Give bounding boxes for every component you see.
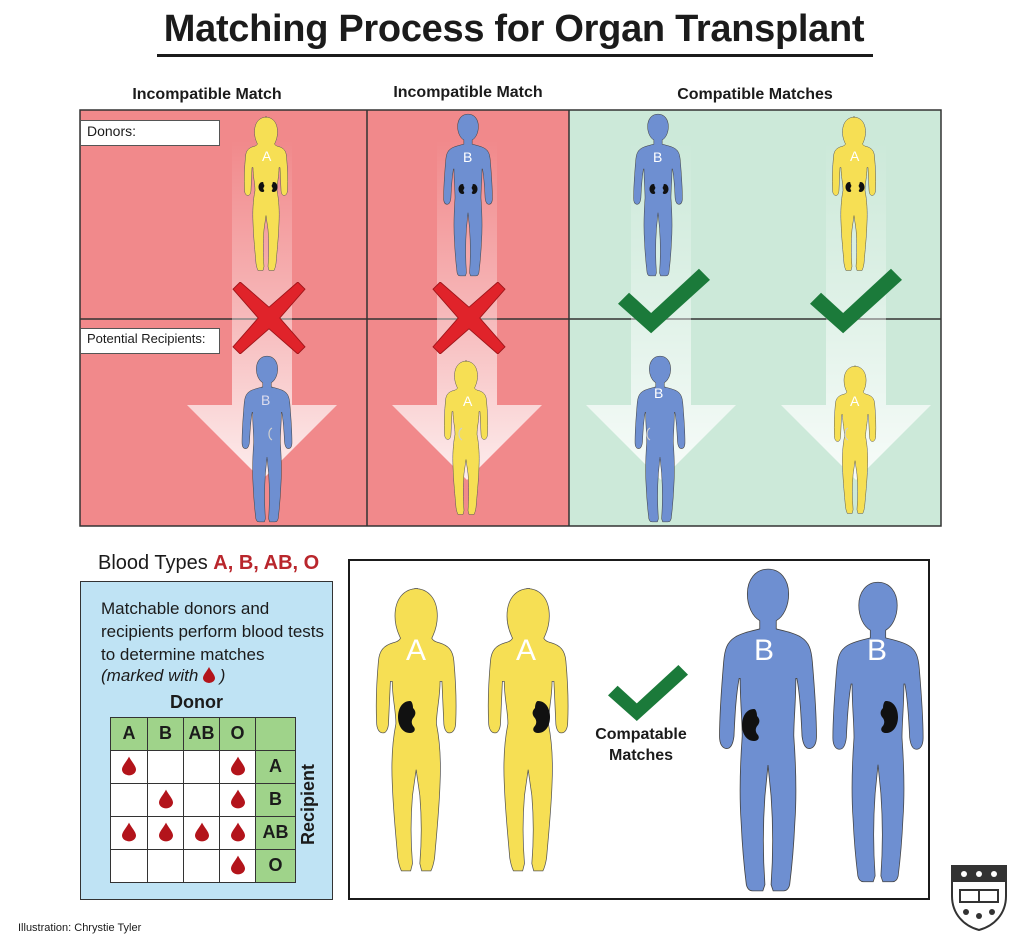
- blood-drop-icon: [158, 822, 173, 842]
- recipient-type-2: A: [463, 393, 473, 409]
- example-type-1: A: [406, 634, 427, 667]
- grid-cell-A-A: [110, 750, 148, 784]
- page-title: Matching Process for Organ Transplant: [163, 8, 865, 50]
- info-text: Matchable donors and recipients perform …: [101, 599, 324, 664]
- grid-recipient-header: A: [255, 750, 296, 784]
- blood-drop-icon: [194, 822, 209, 842]
- example-figure-4: [832, 581, 924, 883]
- crest-icon: [951, 865, 1007, 932]
- grid-donor-header: AB: [183, 717, 220, 751]
- blood-drop-icon: [230, 789, 245, 809]
- grid-corner: [255, 717, 296, 751]
- blood-drop-icon: [122, 822, 136, 842]
- blood-drop-icon: [122, 756, 136, 776]
- grid-cell-AB-O: [183, 849, 220, 883]
- grid-cell-O-AB: [219, 816, 256, 850]
- grid-donor-header: O: [219, 717, 256, 751]
- blood-drop-icon: [230, 756, 245, 776]
- grid-cell-AB-A: [183, 750, 220, 784]
- column-heading-3: Compatible Matches: [677, 86, 833, 103]
- grid-recipient-header: O: [255, 849, 296, 883]
- grid-recipient-header: B: [255, 783, 296, 817]
- donor-type-3: B: [653, 149, 663, 165]
- example-type-2: A: [516, 634, 537, 667]
- example-type-3: B: [754, 634, 775, 667]
- donor-type-2: B: [463, 149, 473, 165]
- grid-cell-B-O: [147, 849, 184, 883]
- grid-recipient-label: Recipient: [298, 763, 318, 845]
- grid-cell-AB-B: [183, 783, 220, 817]
- grid-donor-header: A: [110, 717, 148, 751]
- grid-cell-A-B: [110, 783, 148, 817]
- example-figure-1: [375, 587, 457, 872]
- blood-types-heading: Blood Types A, B, AB, O: [98, 552, 319, 575]
- grid-cell-O-B: [219, 783, 256, 817]
- grid-cell-B-B: [147, 783, 184, 817]
- donors-label: Donors:: [80, 120, 220, 146]
- donor-type-1: A: [262, 148, 272, 164]
- grid-cell-AB-AB: [183, 816, 220, 850]
- column-heading-2: Incompatible Match: [393, 84, 543, 101]
- recipient-type-4: A: [850, 393, 860, 409]
- example-type-4: B: [867, 634, 888, 667]
- incompatible-panel-1: [80, 110, 367, 526]
- blood-drop-icon: [158, 789, 173, 809]
- compatible-example-figures: [375, 568, 924, 892]
- matching-diagram: [79, 109, 942, 527]
- grid-cell-B-AB: [147, 816, 184, 850]
- blood-drop-icon: [230, 855, 245, 875]
- grid-cell-O-O: [219, 849, 256, 883]
- recipient-type-3: B: [654, 385, 664, 401]
- info-note-end: ): [219, 666, 226, 685]
- example-figure-2: [487, 587, 569, 872]
- grid-cell-A-O: [110, 849, 148, 883]
- column-heading-1: Incompatible Match: [132, 86, 282, 103]
- title-underline: [157, 54, 873, 57]
- blood-types-prefix: Blood Types: [98, 552, 208, 574]
- recipients-label: Potential Recipients:: [80, 328, 220, 354]
- example-figure-3: [718, 568, 818, 892]
- grid-donor-label: Donor: [170, 692, 223, 712]
- donor-type-4: A: [850, 148, 860, 164]
- recipient-type-1: B: [261, 392, 271, 408]
- grid-cell-A-AB: [110, 816, 148, 850]
- compatible-matches-label: Compatable Matches: [595, 726, 687, 764]
- illustration-credit: Illustration: Chrystie Tyler: [18, 922, 142, 934]
- blood-drop-icon: [203, 667, 216, 683]
- info-note-start: (marked with: [101, 666, 199, 685]
- grid-cell-O-A: [219, 750, 256, 784]
- grid-recipient-header: AB: [255, 816, 296, 850]
- kidney-icon: [398, 701, 898, 741]
- info-note: (marked with ): [101, 666, 225, 686]
- blood-drop-icon: [230, 822, 245, 842]
- grid-cell-B-A: [147, 750, 184, 784]
- check-icon: [608, 665, 688, 721]
- blood-types-list: A, B, AB, O: [213, 552, 320, 574]
- grid-donor-header: B: [147, 717, 184, 751]
